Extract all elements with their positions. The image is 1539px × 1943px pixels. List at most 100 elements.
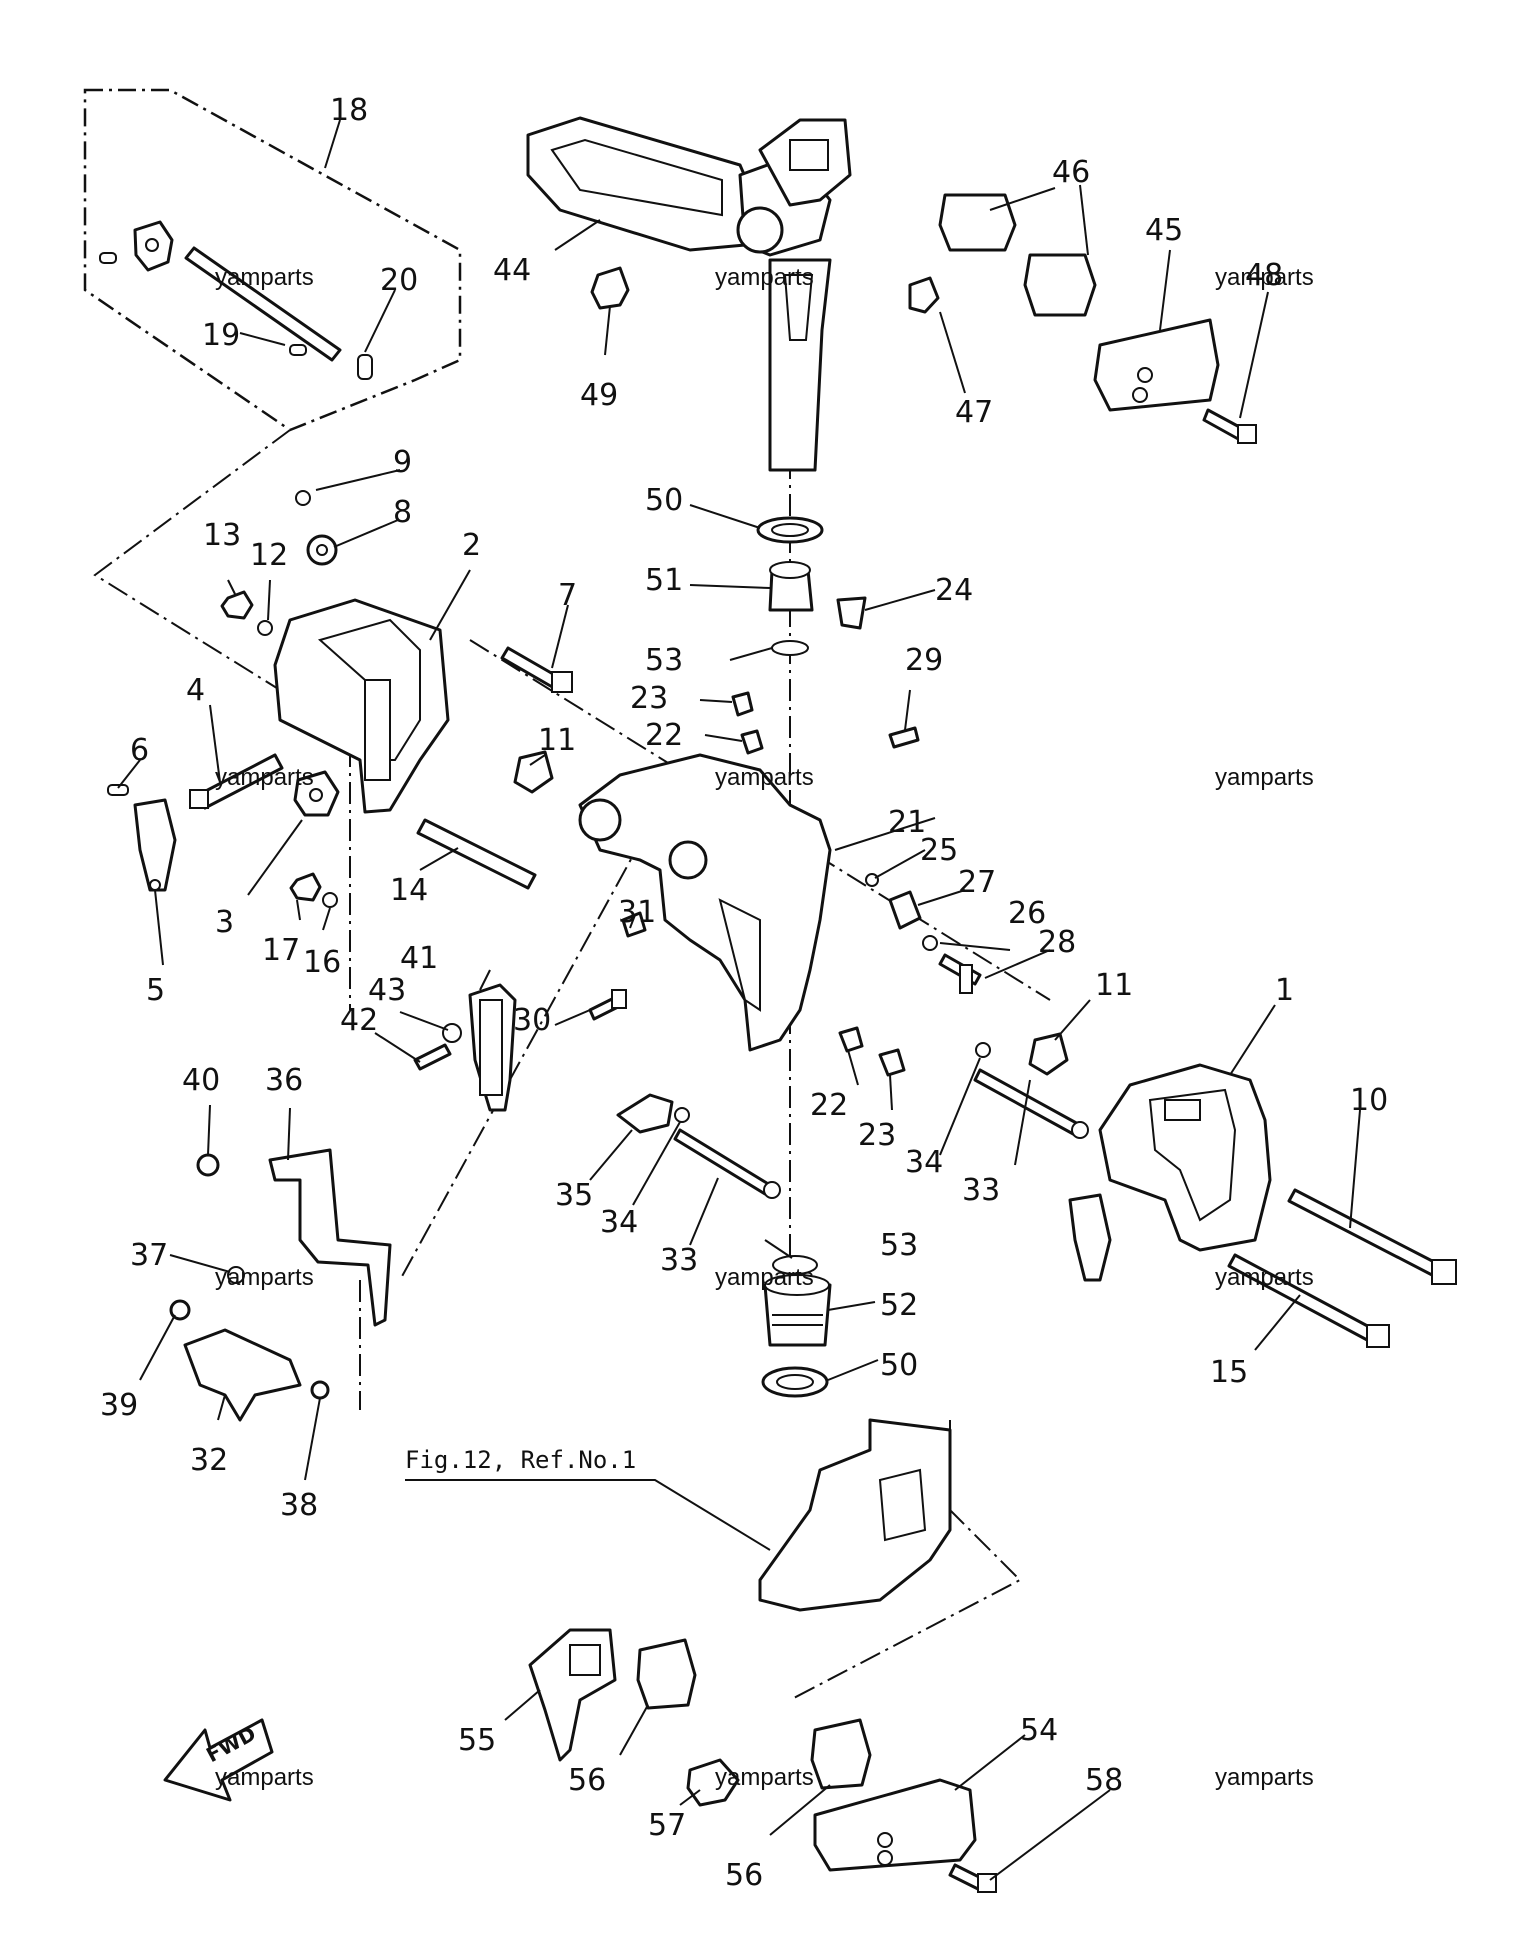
callout-50b: 50	[880, 1348, 918, 1383]
callout-33a: 33	[962, 1173, 1000, 1208]
callout-46: 46	[1052, 155, 1090, 190]
callout-40: 40	[182, 1063, 220, 1098]
part-28-screw	[938, 953, 982, 994]
part-55-arm	[528, 1628, 617, 1762]
callout-32: 32	[190, 1443, 228, 1478]
part-24-clip	[836, 596, 867, 630]
part-53-oring-top	[771, 640, 809, 656]
part-45-cover	[1093, 318, 1220, 412]
part-58-screw	[948, 1863, 997, 1893]
callout-20: 20	[380, 263, 418, 298]
callout-21: 21	[888, 805, 926, 840]
part-tiller-handle-44	[526, 116, 832, 257]
assembly-line	[93, 429, 291, 691]
part-49-clip	[590, 266, 630, 310]
callout-25: 25	[920, 833, 958, 868]
callout-3: 3	[215, 905, 234, 940]
callout-23b: 23	[858, 1118, 896, 1153]
part-34-washer-right	[975, 1042, 991, 1058]
part-1-clamp-bracket	[1098, 1063, 1272, 1252]
watermark: yamparts	[215, 264, 314, 291]
callout-4: 4	[186, 673, 205, 708]
callout-7: 7	[558, 578, 577, 613]
callout-2: 2	[462, 528, 481, 563]
part-15-bolt	[1227, 1253, 1390, 1348]
part-10-bolt	[1287, 1188, 1457, 1285]
part-5-handle	[133, 798, 177, 892]
callout-34b: 34	[600, 1205, 638, 1240]
part-13-nut	[220, 590, 254, 620]
callout-labels: 18 19 20 9 8 13 12 2 7 11 4 6 5 3 14 17 …	[100, 93, 1388, 1893]
part-8-nut	[306, 534, 338, 566]
callout-33b: 33	[660, 1243, 698, 1278]
callout-42: 42	[340, 1003, 378, 1038]
callout-5: 5	[146, 973, 165, 1008]
watermark: yamparts	[215, 1764, 314, 1791]
callout-15: 15	[1210, 1355, 1248, 1390]
callout-22a: 22	[645, 718, 683, 753]
part-steering-shaft	[768, 258, 832, 472]
watermark: yamparts	[715, 1764, 814, 1791]
part-54-cover	[813, 1778, 977, 1872]
part-9-pin	[295, 490, 311, 506]
callout-52: 52	[880, 1288, 918, 1323]
part-22-nut-bottom	[838, 1026, 864, 1053]
part-33-bolt-left	[673, 1128, 781, 1199]
part-12-washer	[257, 620, 273, 636]
callout-44: 44	[493, 253, 531, 288]
part-23-bushing-top	[731, 691, 754, 717]
part-50-washer-top-inner	[771, 523, 809, 537]
callout-31: 31	[618, 895, 656, 930]
part-46-cap-a	[938, 193, 1017, 252]
part-14-rod	[416, 818, 537, 890]
part-lower-casing	[758, 1418, 952, 1612]
figure-caption: Fig.12, Ref.No.1	[405, 1446, 636, 1474]
part-steering-arm	[758, 118, 852, 207]
part-22-nut-top	[740, 729, 764, 755]
callout-49: 49	[580, 378, 618, 413]
part-46-cap-b	[1023, 253, 1097, 317]
callout-30: 30	[513, 1003, 551, 1038]
callout-45: 45	[1145, 213, 1183, 248]
callout-11a: 11	[538, 723, 576, 758]
callout-17: 17	[262, 933, 300, 968]
callout-16: 16	[303, 945, 341, 980]
part-16-washer	[322, 892, 338, 908]
part-pin-19	[289, 344, 307, 356]
callout-24: 24	[935, 573, 973, 608]
callout-35: 35	[555, 1178, 593, 1213]
callout-19: 19	[202, 318, 240, 353]
callout-53b: 53	[880, 1228, 918, 1263]
watermark: yamparts	[1215, 764, 1314, 791]
caption-leader	[405, 1479, 771, 1551]
part-small-bracket	[133, 220, 174, 272]
callout-58: 58	[1085, 1763, 1123, 1798]
part-51-bushing	[768, 561, 814, 612]
callout-55: 55	[458, 1723, 496, 1758]
part-41-plate	[468, 983, 517, 1112]
callout-54: 54	[1020, 1713, 1058, 1748]
watermark: yamparts	[1215, 1264, 1314, 1291]
callout-23a: 23	[630, 681, 668, 716]
part-34-washer-left	[674, 1107, 690, 1123]
callout-50a: 50	[645, 483, 683, 518]
assembly-line	[399, 769, 681, 1281]
part-39-spring	[169, 1299, 191, 1321]
callout-12: 12	[250, 538, 288, 573]
assembly-line	[789, 1429, 1022, 1701]
callout-6: 6	[130, 733, 149, 768]
callout-48: 48	[1245, 258, 1283, 293]
part-4-screw	[189, 753, 284, 810]
callout-26: 26	[1008, 896, 1046, 931]
part-50-washer-bottom-inner	[776, 1374, 814, 1390]
part-38-spring	[310, 1380, 330, 1400]
part-42-bolt	[413, 1043, 452, 1071]
part-21-swivel-bracket	[578, 753, 832, 1052]
callout-29: 29	[905, 643, 943, 678]
watermarks: yamparts yamparts yamparts yamparts yamp…	[215, 264, 1314, 1791]
callout-36: 36	[265, 1063, 303, 1098]
leader-lines	[117, 119, 1361, 1881]
part-56-cap-a	[636, 1638, 697, 1710]
part-48-screw	[1202, 408, 1257, 444]
